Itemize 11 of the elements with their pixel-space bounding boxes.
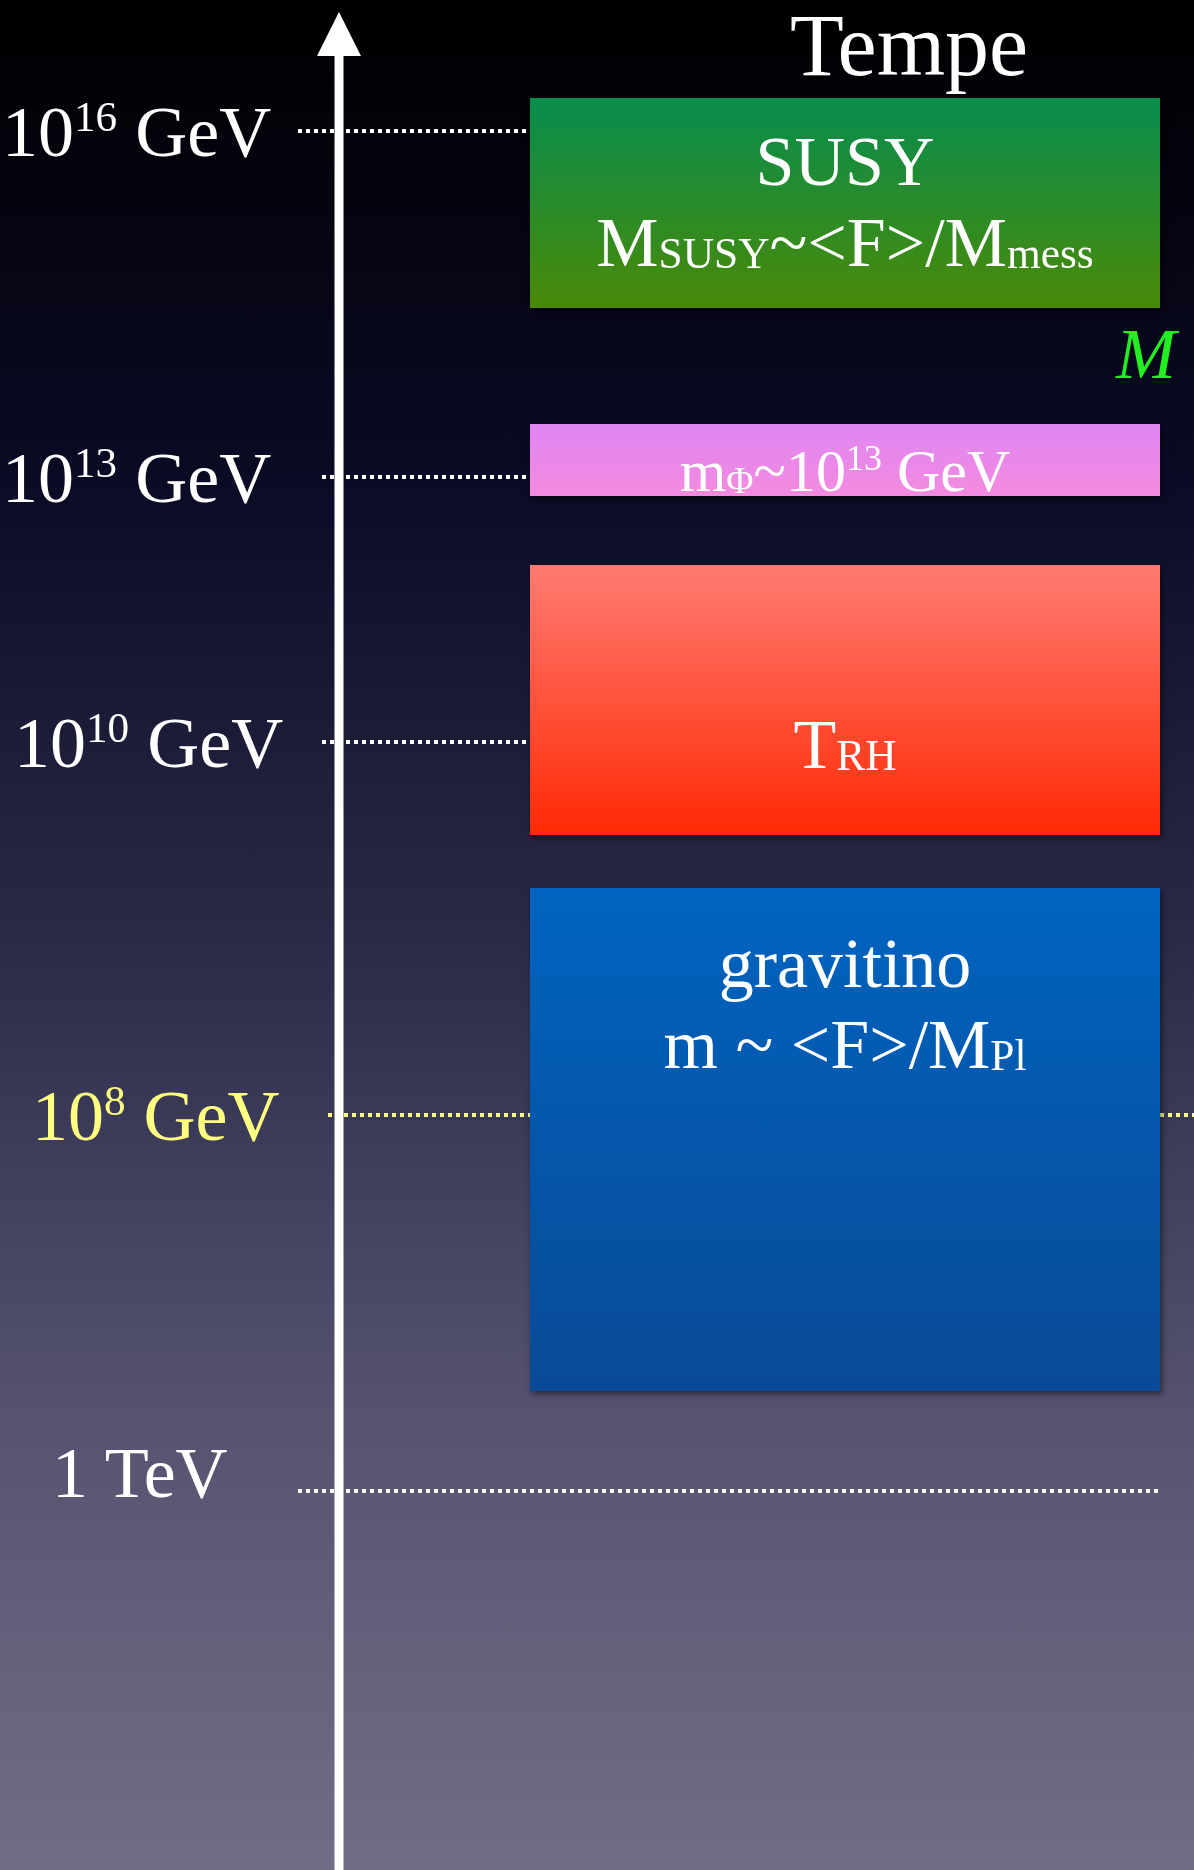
tick-label: 10$^{8}$ GeV (32, 1079, 280, 1152)
box-heading: SUSY (755, 122, 935, 202)
box-heading: gravitino (718, 924, 972, 1004)
tick-label: 10$^{13}$ GeV (2, 441, 272, 514)
mass-box (530, 888, 1160, 1391)
temperature-box (530, 565, 1160, 835)
tick-label: 10$^{16}$ GeV (2, 95, 272, 168)
tick-label: 1 TeV (52, 1437, 228, 1509)
energy-scale-box (530, 98, 1160, 308)
energy-scale-box (530, 424, 1160, 496)
tick-label: 10$^{10}$ GeV (14, 706, 284, 779)
